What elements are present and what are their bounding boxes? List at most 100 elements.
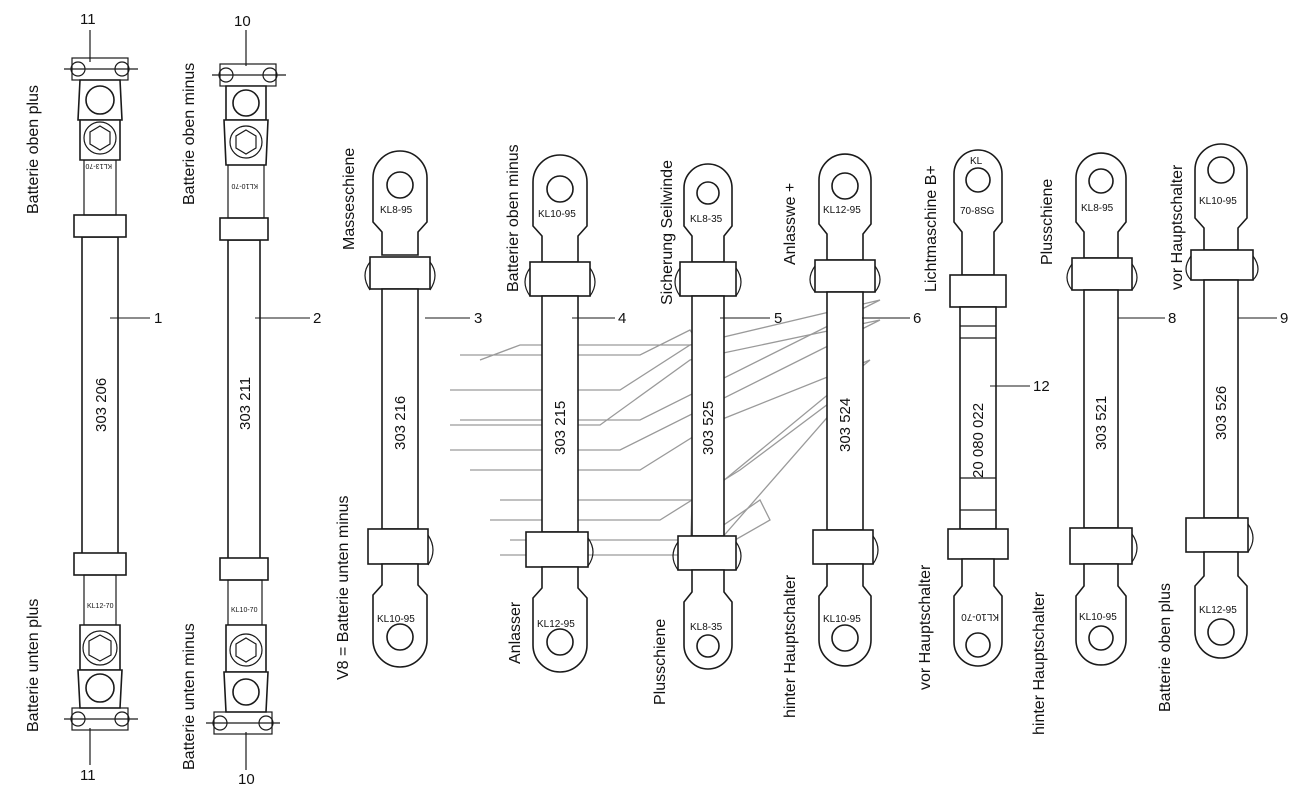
cable-9-bottom-lug-label: KL12-95	[1199, 605, 1237, 616]
cable-3-bottom-lug	[372, 563, 428, 668]
background-watermark	[450, 279, 881, 561]
cable-4-top-label: Batterier oben minus	[505, 144, 522, 292]
cable-6-callout: 6	[913, 310, 921, 327]
cable-1-top-terminal-number: 11	[80, 11, 96, 28]
cable-8-top-label: Plusschiene	[1039, 179, 1056, 265]
cable-9-callout: 9	[1280, 310, 1288, 327]
cable-3-bottom-lug-label: KL10-95	[377, 614, 415, 625]
cable-12-top-lug-label: KL	[970, 156, 983, 167]
cable-4-bottom-lug-label: KL12-95	[537, 619, 575, 630]
cable-2-bottom-sleeve	[219, 557, 269, 581]
cable-4-callout: 4	[618, 310, 626, 327]
cable-12-bottom-lug-label: KL10-70	[961, 611, 999, 622]
cable-3-top-lug	[372, 150, 428, 256]
cable-4-top-lug	[532, 154, 588, 263]
cable-9-body	[1203, 279, 1239, 519]
cable-6-bottom-lug-label: KL10-95	[823, 614, 861, 625]
cable-1-bottom-label: Batterie unten plus	[25, 599, 42, 732]
cable-2-part-number: 303 211	[237, 377, 254, 430]
cable-4-top-lug-label: KL10-95	[538, 209, 576, 220]
cable-2-bottom-label: Batterie unten minus	[181, 623, 198, 770]
cable-6-bottom-label: hinter Hauptschalter	[782, 574, 799, 718]
cable-2-top-label: Batterie oben minus	[181, 63, 198, 205]
cable-8-body	[1083, 289, 1119, 529]
cable-3-callout: 3	[474, 310, 482, 327]
cable-3: KL8-95 KL10-95 303 216 3 Masseschiene V8…	[335, 148, 482, 680]
cable-9-bottom-sleeve	[1185, 517, 1249, 553]
cable-1-bottom-clamp: KL12-70	[64, 574, 138, 765]
cable-8: KL8-95 KL10-95 303 521 8 Plusschiene hin…	[1031, 152, 1176, 735]
cable-1-bottom-clamp-mark: KL12-70	[87, 603, 114, 610]
cable-4-part-number: 303 215	[552, 401, 569, 455]
cable-4: KL10-95 KL12-95 303 215 4 Batterier oben…	[505, 144, 626, 673]
cable-4-body	[541, 295, 579, 533]
cable-6-top-lug-label: KL12-95	[823, 205, 861, 216]
cable-3-top-label: Masseschiene	[341, 148, 358, 250]
cable-2-top-clamp: KL10-70	[212, 30, 286, 219]
cable-4-bottom-sleeve	[525, 531, 589, 568]
cable-6-part-number: 303 524	[837, 398, 854, 452]
cable-2-top-terminal-number: 10	[234, 13, 251, 30]
cable-5-callout: 5	[774, 310, 782, 327]
cable-2-top-clamp-mark: KL10-70	[231, 182, 258, 189]
cable-5-bottom-label: Plusschiene	[652, 619, 669, 705]
cable-1-top-clamp-mark: KL13-70	[85, 162, 112, 169]
cable-5-body	[691, 295, 725, 537]
cable-8-top-sleeve	[1071, 257, 1133, 291]
cable-3-top-lug-label: KL8-95	[380, 205, 413, 216]
cable-1: KL13-70 KL12-70 11 11 303 206 1 Batterie…	[25, 11, 162, 784]
cable-2-top-sleeve	[219, 217, 269, 241]
cable-5-bottom-lug-label: KL8-35	[690, 622, 723, 633]
cable-1-part-number: 303 206	[93, 378, 110, 432]
cable-2-bottom-clamp: KL10-70	[206, 579, 280, 770]
cable-2-body	[227, 239, 261, 561]
cable-9-part-number: 303 526	[1213, 386, 1230, 440]
cable-8-part-number: 303 521	[1093, 396, 1110, 450]
cable-12-top-sleeve	[949, 274, 1007, 308]
cable-8-bottom-label: hinter Hauptschalter	[1031, 591, 1048, 735]
cable-8-bottom-lug-label: KL10-95	[1079, 612, 1117, 623]
cable-12: KL 70-8SG KL10-70 20 080 022 12 Lichtmas…	[917, 149, 1050, 690]
cable-5: KL8-35 KL8-35 303 525 5 Sicherung Seilwi…	[652, 160, 782, 705]
cable-1-callout: 1	[154, 310, 162, 327]
cable-8-bottom-sleeve	[1069, 527, 1133, 565]
cable-12-part-number: 20 080 022	[970, 403, 987, 478]
cable-6: KL12-95 KL10-95 303 524 6 Anlasswe + hin…	[782, 153, 921, 718]
cable-2-bottom-terminal-number: 10	[238, 771, 255, 788]
cable-12-body	[959, 306, 997, 530]
cable-2-callout: 2	[313, 310, 321, 327]
cable-6-bottom-sleeve	[812, 529, 874, 565]
cable-9: KL10-95 KL12-95 303 526 9 vor Hauptschal…	[1157, 143, 1288, 712]
cable-5-top-lug	[683, 163, 733, 263]
cable-5-bottom-sleeve	[677, 535, 737, 571]
cable-4-bottom-label: Anlasser	[507, 601, 524, 664]
cable-6-top-sleeve	[814, 259, 876, 293]
cable-4-top-sleeve	[529, 261, 591, 297]
cable-4-bottom-lug	[532, 566, 588, 673]
cable-9-top-lug-label: KL10-95	[1199, 196, 1237, 207]
cable-6-top-label: Anlasswe +	[782, 183, 799, 265]
cable-3-bottom-sleeve	[367, 528, 429, 565]
cable-5-bottom-lug	[683, 569, 733, 670]
cable-1-top-clamp: KL13-70	[64, 30, 138, 216]
cable-9-top-sleeve	[1190, 249, 1254, 281]
cable-3-top-sleeve	[369, 256, 431, 290]
cable-9-bottom-label: Batterie oben plus	[1157, 583, 1174, 712]
cable-1-bottom-sleeve	[73, 552, 127, 576]
cable-6-body	[826, 291, 864, 531]
cable-5-top-sleeve	[679, 261, 737, 297]
cable-5-top-lug-label: KL8-35	[690, 214, 723, 225]
cable-6-top-lug	[818, 153, 872, 261]
cable-3-bottom-label: V8 = Batterie unten minus	[335, 495, 352, 680]
cable-5-part-number: 303 525	[700, 401, 717, 455]
cable-12-bottom-lug	[953, 558, 1003, 667]
cable-1-bottom-terminal-number: 11	[80, 767, 96, 784]
cable-1-top-label: Batterie oben plus	[25, 85, 42, 214]
cable-8-top-lug-label: KL8-95	[1081, 203, 1114, 214]
cable-5-top-label: Sicherung Seilwinde	[659, 160, 676, 305]
cable-2: KL10-70 KL10-70 10 10 303 211 2 Batterie…	[181, 13, 321, 788]
cable-12-top-lug-sublabel: 70-8SG	[960, 206, 995, 217]
cable-12-top-label: Lichtmaschine B+	[923, 165, 940, 292]
cable-9-top-label: vor Hauptschalter	[1169, 164, 1186, 290]
